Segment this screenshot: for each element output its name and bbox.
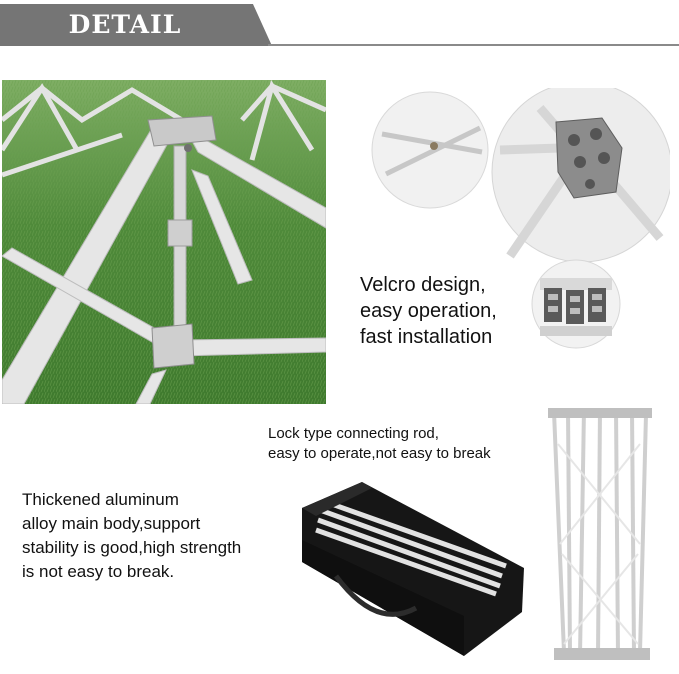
caption-line: stability is good,high strength: [22, 538, 242, 557]
frame-on-grass-photo: [2, 80, 326, 404]
header-banner: [0, 4, 272, 46]
caption-line: Velcro design,: [360, 274, 486, 296]
folded-frame-photo: [548, 407, 652, 660]
connector-detail-photo: [371, 88, 670, 263]
velcro-strips-photo: [531, 259, 621, 349]
caption-line: fast installation: [360, 326, 493, 348]
carry-bag-photo: [302, 482, 524, 656]
lock-rod-caption: Lock type connecting rod, easy to operat…: [268, 424, 491, 464]
header-divider: [268, 44, 679, 46]
velcro-caption: Velcro design, easy operation, fast inst…: [360, 272, 497, 350]
section-title: DETAIL: [68, 10, 182, 39]
caption-line: alloy main body,support: [22, 514, 201, 533]
caption-line: easy to operate,not easy to break: [268, 445, 491, 462]
caption-line: Thickened aluminum: [22, 490, 179, 509]
caption-line: Lock type connecting rod,: [268, 425, 439, 442]
caption-line: is not easy to break.: [22, 562, 175, 581]
caption-line: easy operation,: [360, 300, 497, 322]
aluminum-caption: Thickened aluminum alloy main body,suppo…: [22, 488, 241, 584]
